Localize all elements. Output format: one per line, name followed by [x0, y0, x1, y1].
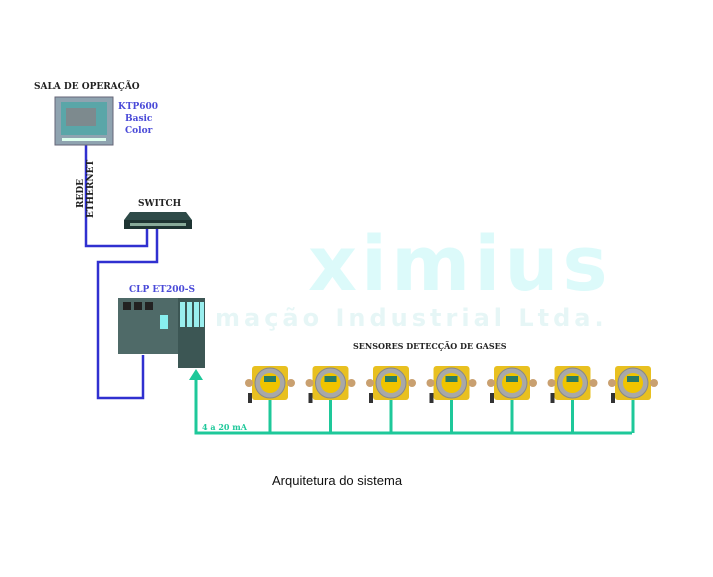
room-label: SALA DE OPERAÇÃO: [34, 82, 140, 92]
watermark-logo: ximius: [308, 219, 612, 308]
gas-sensor: [426, 366, 477, 433]
plc-rack: [118, 298, 205, 368]
switch-label: SWITCH: [138, 199, 182, 209]
gas-sensor: [366, 366, 416, 433]
network-label-ethernet: ETHERNET: [86, 159, 96, 218]
analog-signal-bus: [194, 378, 632, 435]
gas-sensor: [547, 366, 598, 433]
ethernet-cable: [84, 145, 159, 400]
network-label-rede: REDE: [76, 178, 86, 208]
sensors-label: SENSORES DETECÇÃO DE GASES: [353, 341, 507, 351]
gas-sensor: [305, 366, 356, 433]
hmi-panel: [54, 96, 114, 146]
hmi-model: KTP600: [118, 102, 159, 112]
hmi-model-line2: Basic: [125, 114, 153, 124]
network-switch: [124, 212, 192, 229]
plc-label: CLP ET200-S: [129, 285, 195, 295]
signal-label: 4 a 20 mA: [202, 422, 247, 432]
gas-sensor: [487, 366, 537, 433]
caption: Arquitetura do sistema: [272, 473, 403, 488]
gas-sensor: [245, 366, 295, 433]
watermark-subtitle: mação Industrial Ltda.: [215, 304, 608, 332]
gas-sensor: [608, 366, 658, 433]
arrow-up-icon: [189, 369, 203, 380]
hmi-model-line3: Color: [125, 126, 153, 136]
